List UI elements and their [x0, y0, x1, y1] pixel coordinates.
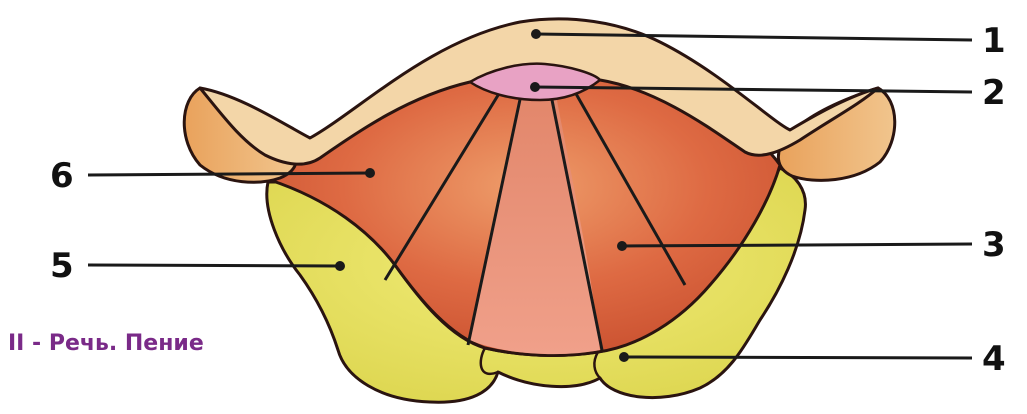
leader-4 — [624, 357, 972, 358]
leader-dot-1 — [531, 29, 541, 39]
leader-dot-5 — [335, 261, 345, 271]
label-2: 2 — [982, 73, 1006, 113]
leader-6 — [88, 173, 370, 175]
label-6: 6 — [50, 156, 74, 196]
label-1: 1 — [982, 21, 1006, 61]
leader-dot-3 — [617, 241, 627, 251]
leader-dot-2 — [530, 82, 540, 92]
leader-dot-4 — [619, 352, 629, 362]
label-5: 5 — [50, 246, 74, 286]
label-4: 4 — [982, 339, 1006, 379]
label-3: 3 — [982, 225, 1006, 265]
caption-text: II - Речь. Пение — [8, 331, 204, 356]
leader-dot-6 — [365, 168, 375, 178]
leader-3 — [622, 244, 972, 246]
leader-5 — [88, 265, 340, 266]
